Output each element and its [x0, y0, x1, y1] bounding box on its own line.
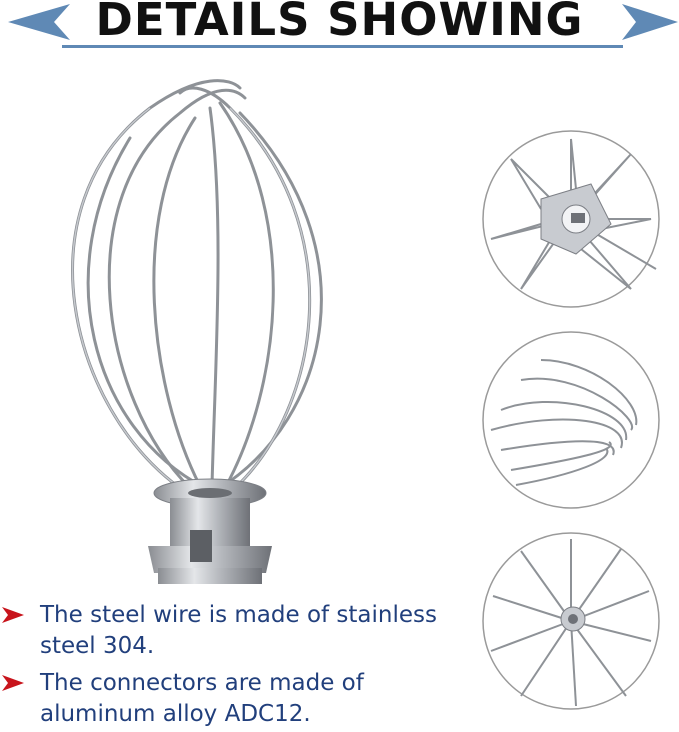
detail-image-hub: [482, 130, 660, 308]
detail-image-top-view: [482, 532, 660, 710]
header: DETAILS SHOWING: [0, 0, 679, 50]
triangle-right-icon: [622, 4, 678, 40]
whisk-main-image: [71, 79, 323, 584]
triangle-left-icon: [8, 4, 70, 40]
title-underline: [62, 45, 623, 48]
red-arrow-bullet-icon: [2, 675, 24, 691]
red-arrow-bullet-icon: [2, 607, 24, 623]
bullet-text: The connectors are made of aluminum allo…: [40, 670, 364, 727]
detail-image-wire-tips: [482, 331, 660, 509]
page-title: DETAILS SHOWING: [95, 0, 584, 46]
bullet-text: The steel wire is made of stainless stee…: [40, 602, 437, 659]
